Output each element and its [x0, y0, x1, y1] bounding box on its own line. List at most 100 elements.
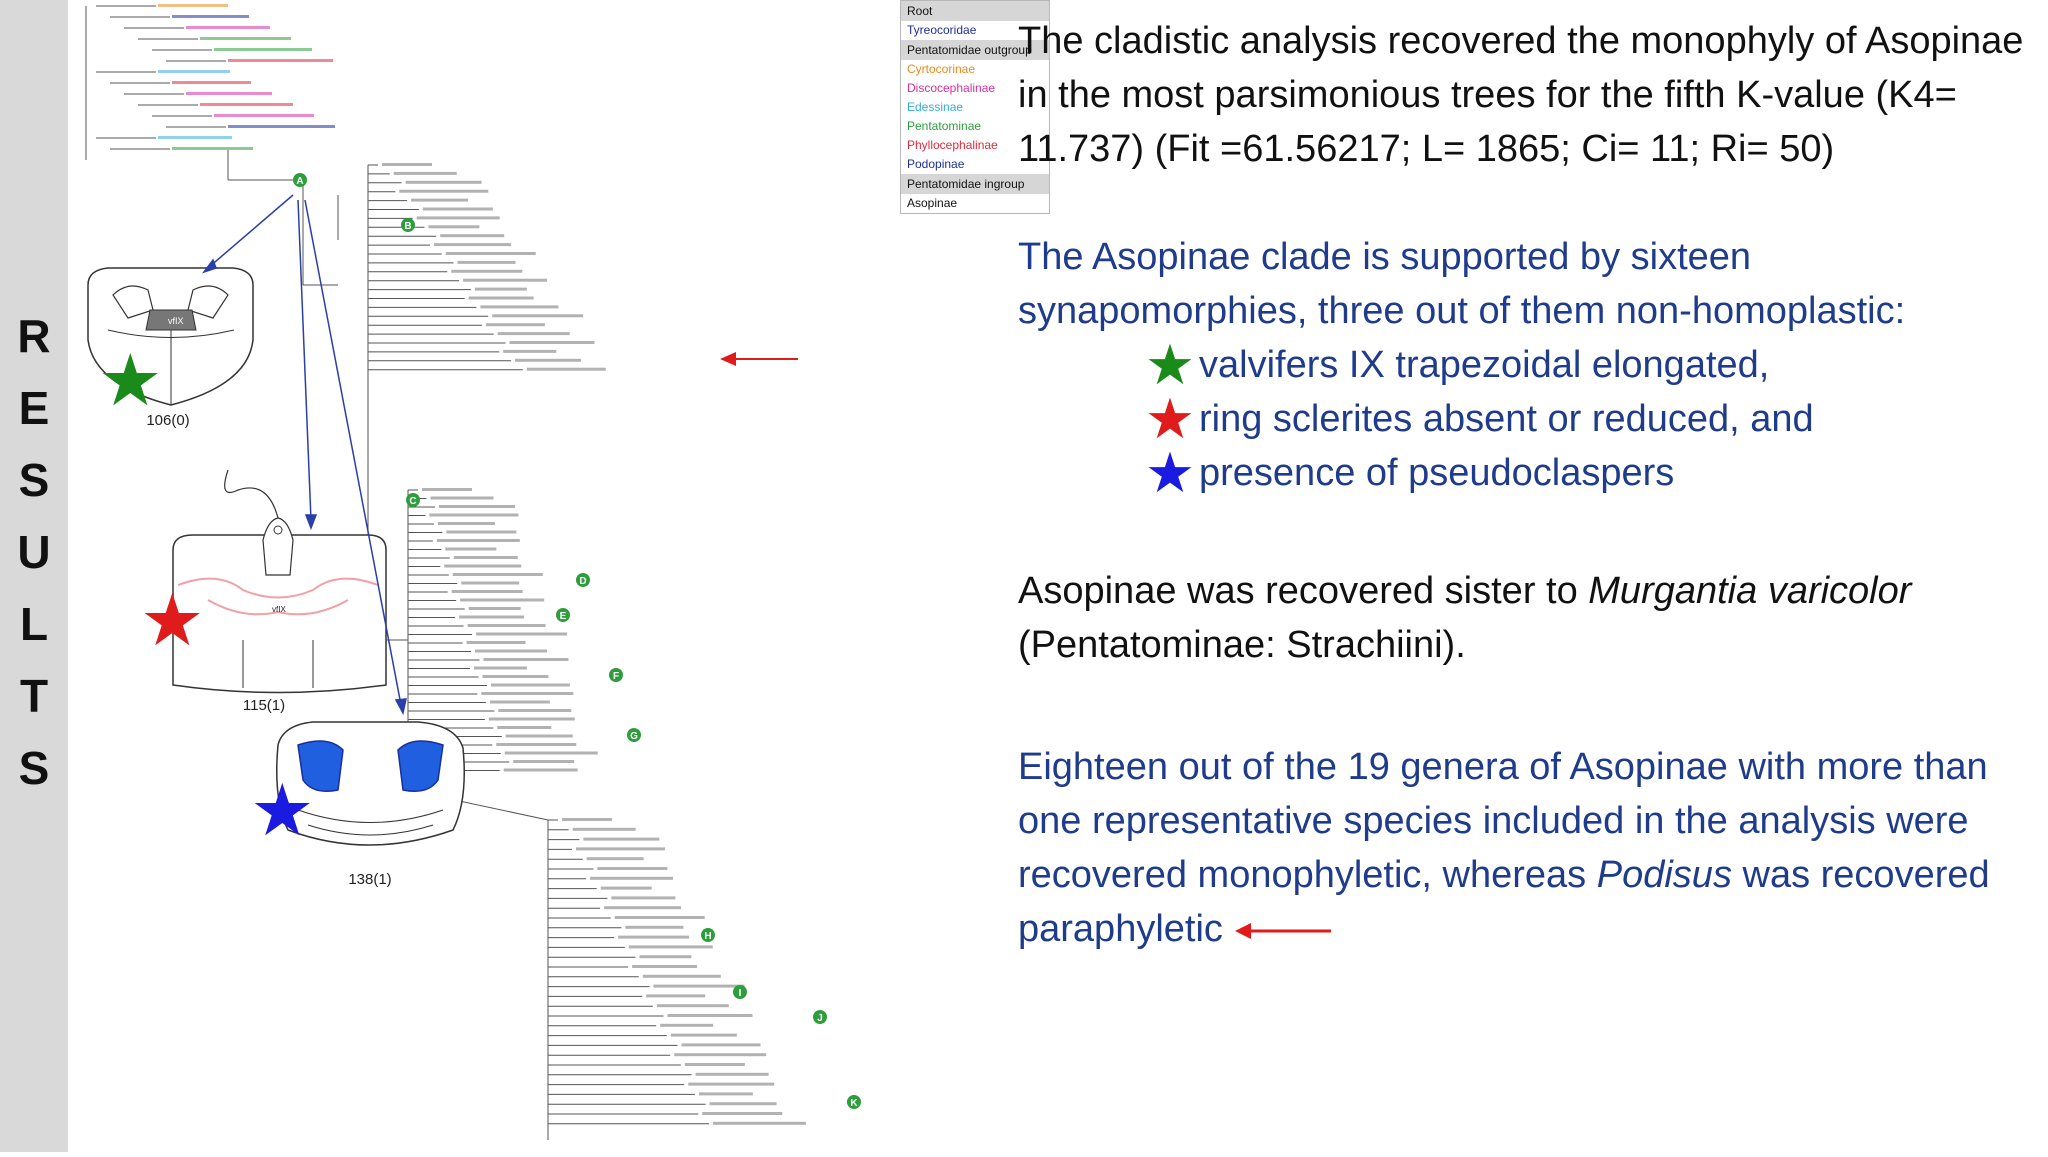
asopinae-leaf-mark — [583, 837, 660, 841]
outgroup-leaf-mark — [158, 136, 232, 139]
results-letter: E — [18, 382, 50, 434]
character-label: 115(1) — [243, 697, 285, 714]
legend-outgroup-item: Podopinae — [907, 157, 965, 171]
asopinae-leaf-mark — [515, 358, 582, 362]
asopinae-leaf-mark — [614, 916, 705, 919]
outgroup-leaf-mark — [214, 114, 314, 117]
asopinae-leaf-mark — [503, 349, 557, 353]
clade-color-legend: Root Tyreocoridae Pentatomidae outgroup … — [900, 0, 1050, 214]
asopinae-leaf-mark — [399, 189, 489, 193]
asopinae-leaf-mark — [618, 935, 690, 939]
sister-group-paragraph: Asopinae was recovered sister to Murgant… — [1018, 564, 2028, 672]
tree-leaves — [158, 4, 806, 1125]
asopinae-leaf-mark — [483, 658, 569, 661]
asopinae-leaf-mark — [480, 305, 559, 309]
asopinae-leaf-mark — [504, 751, 598, 755]
podisus-arrow — [720, 352, 798, 366]
node-marker-k — [847, 1095, 861, 1109]
asopinae-leaf-mark — [509, 341, 595, 344]
asopinae-leaf-mark — [466, 641, 526, 644]
outgroup-leaf-mark — [186, 92, 272, 95]
vfIX-label: vfIX — [168, 316, 184, 326]
asopinae-leaf-mark — [436, 539, 520, 542]
asopinae-leaf-mark — [656, 1004, 729, 1008]
asopinae-leaf-mark — [611, 896, 676, 900]
asopinae-leaf-mark — [572, 827, 636, 831]
asopinae-leaf-mark — [445, 547, 497, 551]
synapomorphies-paragraph: The Asopinae clade is supported by sixte… — [1018, 236, 1906, 332]
asopinae-leaf-mark — [446, 530, 517, 534]
asopinae-leaf-mark — [440, 234, 505, 238]
asopinae-leaf-mark — [405, 180, 482, 184]
outgroup-leaf-mark — [214, 48, 312, 51]
asopinae-leaf-mark — [481, 692, 574, 695]
node-marker-c — [406, 493, 420, 507]
asopinae-leaf-mark — [674, 1053, 767, 1057]
outgroup-leaf-mark — [158, 70, 230, 73]
synapomorphy-text: valvifers IX trapezoidal elongated, — [1199, 344, 1770, 386]
asopinae-leaf-mark — [476, 632, 568, 636]
asopinae-leaf-mark — [632, 965, 698, 968]
node-marker-f — [609, 668, 623, 682]
results-letter: R — [17, 310, 51, 362]
asopinae-leaf-mark — [460, 598, 545, 602]
asopinae-leaf-mark — [597, 867, 668, 870]
asopinae-leaf-mark — [422, 488, 472, 491]
node-label: G — [630, 731, 638, 742]
asopinae-leaf-mark — [684, 1063, 745, 1066]
asopinae-leaf-mark — [709, 1102, 777, 1106]
podisus-name: Podisus — [1596, 854, 1732, 896]
asopinae-leaf-mark — [712, 1121, 806, 1125]
asopinae-leaf-mark — [628, 945, 713, 949]
legend-outgroup-item: Phyllocephalinae — [907, 138, 998, 152]
asopinae-leaf-mark — [513, 760, 575, 763]
asopinae-leaf-mark — [485, 323, 545, 327]
red-star-icon: ★ — [140, 581, 205, 661]
results-text: The cladistic analysis recovered the mon… — [1018, 14, 2028, 956]
asopinae-leaf-mark — [646, 994, 706, 998]
asopinae-leaf-mark — [429, 513, 519, 517]
asopinae-leaf-mark — [445, 252, 536, 255]
node-label: C — [409, 496, 416, 507]
synapomorphy-item: ★ ring sclerites absent or reduced, and — [1018, 391, 2028, 447]
node-marker-d — [576, 573, 590, 587]
outgroup-leaf-mark — [158, 4, 228, 7]
asopinae-leaf-mark — [576, 847, 666, 851]
ring-sclerites-illustration: vfIX 115(1) — [172, 469, 387, 714]
legend-outgroup-item: Edessinae — [907, 100, 964, 114]
outgroup-leaf-mark — [200, 103, 293, 106]
outgroup-leaf-mark — [228, 125, 335, 128]
asopinae-leaf-mark — [653, 984, 745, 988]
node-marker-e — [556, 608, 570, 622]
asopinae-leaf-mark — [586, 857, 644, 861]
asopinae-leaf-mark — [590, 876, 674, 880]
asopinae-leaf-mark — [438, 505, 515, 508]
outgroup-leaf-mark — [200, 37, 291, 40]
asopinae-leaf-mark — [498, 709, 572, 712]
asopinae-leaf-mark — [422, 207, 493, 211]
asopinae-leaf-mark — [492, 314, 584, 318]
asopinae-leaf-mark — [688, 1082, 775, 1086]
legend-outgroup-item: Cyrtocorinae — [907, 62, 976, 76]
asopinae-leaf-mark — [430, 496, 494, 500]
asopinae-leaf-mark — [468, 296, 534, 300]
outgroup-leaf-mark — [172, 147, 253, 150]
asopinae-leaf-mark — [482, 675, 549, 678]
results-letter: S — [18, 454, 50, 506]
asopinae-leaf-mark — [474, 287, 527, 291]
sister-taxon: Murgantia varicolor — [1588, 570, 1912, 612]
blue-star-icon: ★ — [1144, 441, 1196, 504]
asopinae-leaf-mark — [473, 666, 527, 670]
character-label: 138(1) — [348, 871, 391, 888]
asopinae-leaf-mark — [604, 906, 682, 910]
genera-paragraph: Eighteen out of the 19 genera of Asopina… — [1018, 740, 2028, 956]
asopinae-leaf-mark — [642, 974, 721, 978]
asopinae-leaf-mark — [497, 726, 552, 729]
asopinae-leaf-mark — [503, 768, 578, 772]
asopinae-leaf-mark — [468, 607, 521, 610]
synapomorphy-item: ★ presence of pseudoclaspers — [1018, 441, 2028, 504]
vfIX-label: vfIX — [272, 605, 286, 614]
asopinae-leaf-mark — [490, 683, 570, 687]
asopinae-leaf-mark — [489, 700, 550, 704]
